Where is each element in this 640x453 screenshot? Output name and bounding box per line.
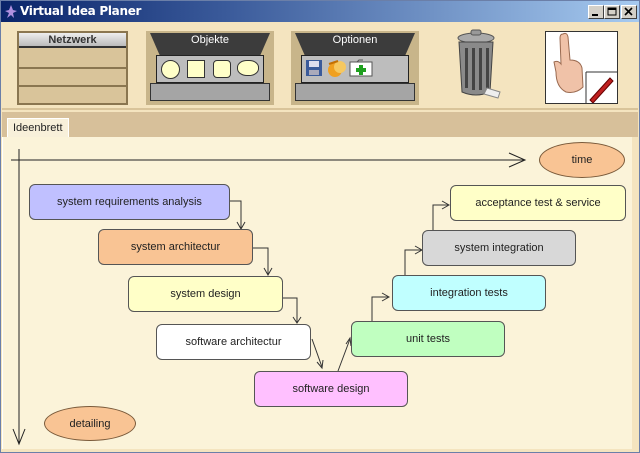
node-system-integration[interactable]: system integration: [422, 230, 576, 266]
cloud-shape-icon[interactable]: [237, 60, 259, 76]
rounded-square-shape-icon[interactable]: [213, 60, 231, 78]
node-system-design[interactable]: system design: [128, 276, 283, 312]
netzwerk-drawer[interactable]: Netzwerk: [17, 31, 128, 105]
node-software-architectur[interactable]: software architectur: [156, 324, 311, 360]
netzwerk-label: Netzwerk: [19, 33, 126, 48]
app-icon: [5, 5, 17, 18]
node-system-requirements-analysis[interactable]: system requirements analysis: [29, 184, 230, 220]
tab-strip: Ideenbrett: [2, 112, 638, 139]
minimize-button[interactable]: [588, 5, 604, 19]
save-icon[interactable]: [305, 59, 323, 77]
maximize-icon: [607, 7, 617, 16]
time-axis-label[interactable]: time: [539, 142, 625, 178]
node-system-architectur[interactable]: system architectur: [98, 229, 253, 265]
detailing-axis-label[interactable]: detailing: [44, 406, 136, 441]
node-integration-tests[interactable]: integration tests: [392, 275, 546, 311]
window-title: Virtual Idea Planer: [20, 4, 142, 18]
open-icon[interactable]: [326, 58, 348, 78]
optionen-label: Optionen: [332, 34, 378, 46]
tab-ideenbrett[interactable]: Ideenbrett: [7, 118, 69, 139]
objekte-case[interactable]: Objekte: [146, 31, 274, 105]
new-folder-icon[interactable]: [349, 59, 373, 77]
toolbar: Netzwerk Objekte Optionen: [2, 22, 638, 110]
node-software-design[interactable]: software design: [254, 371, 408, 407]
minimize-icon: [592, 14, 598, 16]
node-unit-tests[interactable]: unit tests: [351, 321, 505, 357]
square-shape-icon[interactable]: [187, 60, 205, 78]
optionen-case[interactable]: Optionen: [291, 31, 419, 105]
circle-shape-icon[interactable]: [161, 60, 180, 79]
close-button[interactable]: [621, 5, 637, 19]
objekte-label: Objekte: [191, 34, 229, 46]
node-acceptance-test-and-service[interactable]: acceptance test & service: [450, 185, 626, 221]
hand-pen-icon: [553, 32, 617, 104]
trash-icon[interactable]: [454, 28, 502, 100]
close-icon: [624, 7, 633, 16]
maximize-button[interactable]: [604, 5, 620, 19]
board-edge: [632, 137, 638, 449]
mode-toggle[interactable]: [545, 31, 618, 104]
title-bar[interactable]: Virtual Idea Planer: [1, 1, 639, 22]
